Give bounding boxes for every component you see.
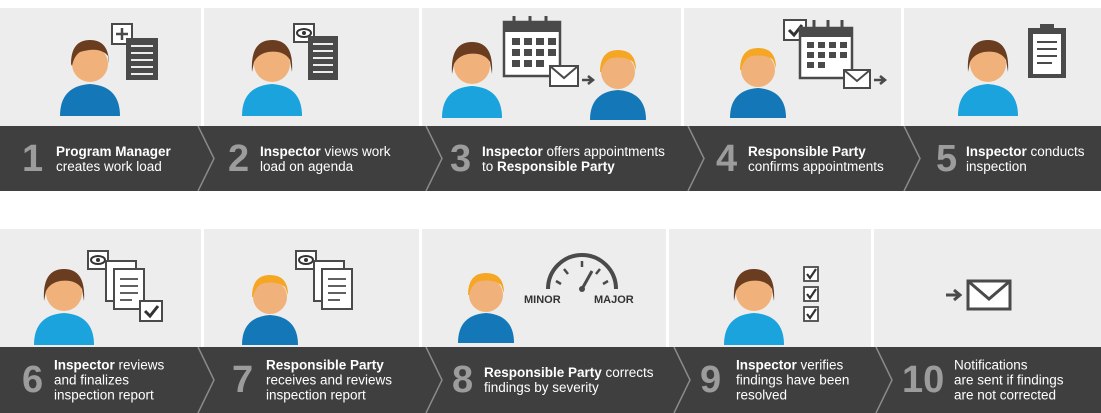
step-description: Inspector verifies findings have been re… [736,358,849,403]
step-4: 4 Responsible Party confirms appointment… [716,126,906,191]
action-text: views work [320,143,391,159]
severity-gauge-icon: MINOR MAJOR [458,253,634,343]
step-5: 5 Inspector conducts inspection [936,126,1101,191]
step-number: 7 [232,359,254,401]
step-number: 1 [22,137,44,180]
step-description: Inspector reviews and finalizes inspecti… [54,358,164,403]
action-text: inspection report [54,387,154,403]
chevron-separator-icon [425,347,443,413]
action-text: findings have been [736,372,850,388]
chevron-separator-icon [903,126,921,191]
step-number: 4 [716,137,738,180]
target-label: Responsible Party [497,158,615,174]
action-text: findings by severity [484,380,599,395]
step-description: Inspector offers appointments to Respons… [482,144,665,174]
panel-7 [204,229,419,347]
responsible-party-review-icon [242,250,353,345]
step-description: Inspector views work load on agenda [260,144,391,174]
appointments-offer-icon [442,16,646,120]
action-text: inspection [966,158,1027,174]
action-text: receives and reviews [266,372,393,388]
review-report-icon [34,250,163,345]
action-text: offers appointments [542,143,665,159]
step-description: Responsible Party corrects findings by s… [484,365,654,395]
action-text: Notifications [954,357,1028,373]
program-manager-icon [60,23,158,116]
actor-label: Inspector [966,143,1027,159]
actor-label: Inspector [54,357,115,373]
action-text: resolved [736,387,788,403]
step-number: 3 [450,137,472,180]
panel-6 [0,229,201,347]
step-description: Program Manager creates work load [56,144,171,174]
step-number: 5 [936,137,958,180]
process-row-1: 1 Program Manager creates work load 2 In… [0,8,1101,191]
envelope-arrow-icon [946,279,1012,311]
inspection-clipboard-icon [958,24,1066,116]
step-description: Notifications are sent if findings are n… [954,358,1064,403]
actor-label: Responsible Party [484,365,602,380]
gauge-min-label: MINOR [524,294,561,306]
step-8: 8 Responsible Party corrects findings by… [452,347,672,413]
step-6: 6 Inspector reviews and finalizes inspec… [22,347,202,413]
step-10: 10 Notifications are sent if findings ar… [902,347,1101,413]
illustration-strip-2: MINOR MAJOR [0,229,1101,347]
actor-label: Responsible Party [266,357,384,373]
chevron-separator-icon [197,126,215,191]
action-text: and finalizes [54,372,130,388]
action-text: verifies [796,357,844,373]
action-text: to [482,158,498,174]
action-text: reviews [114,357,165,373]
action-text: conducts [1026,143,1085,159]
steps-band-1: 1 Program Manager creates work load 2 In… [0,126,1101,191]
action-text: inspection report [266,387,366,403]
process-row-2: MINOR MAJOR 6 Inspector reviews [0,229,1101,413]
step-number: 9 [700,359,722,401]
step-number: 2 [228,137,250,180]
inspector-icon [242,23,338,116]
step-9: 9 Inspector verifies findings have been … [700,347,880,413]
step-2: 2 Inspector views work load on agenda [228,126,428,191]
actor-label: Inspector [260,143,321,159]
step-3: 3 Inspector offers appointments to Respo… [450,126,700,191]
action-text: are sent if findings [954,372,1064,388]
step-number: 10 [902,359,945,401]
step-description: Inspector conducts inspection [966,144,1085,174]
gauge-max-label: MAJOR [594,294,634,306]
action-text: confirms appointments [748,158,884,174]
chevron-separator-icon [687,126,705,191]
actor-label: Program Manager [56,143,171,159]
action-text: load on agenda [260,158,354,174]
chevron-separator-icon [673,347,691,413]
illustration-strip-1 [0,8,1101,126]
step-description: Responsible Party receives and reviews i… [266,358,392,403]
action-text: corrects [601,365,654,380]
step-number: 6 [22,359,44,401]
verify-checklist-icon [724,266,819,345]
action-text: are not corrected [954,387,1057,403]
chevron-separator-icon [197,347,215,413]
action-text: creates work load [56,158,162,174]
step-7: 7 Responsible Party receives and reviews… [232,347,432,413]
step-description: Responsible Party confirms appointments [748,144,884,174]
actor-label: Responsible Party [748,143,866,159]
actor-label: Inspector [736,357,797,373]
step-1: 1 Program Manager creates work load [22,126,202,191]
chevron-separator-icon [875,347,893,413]
steps-band-2: 6 Inspector reviews and finalizes inspec… [0,347,1101,413]
responsible-party-confirm-icon [730,19,888,118]
step-number: 8 [452,359,474,401]
chevron-separator-icon [425,126,443,191]
actor-label: Inspector [482,143,543,159]
